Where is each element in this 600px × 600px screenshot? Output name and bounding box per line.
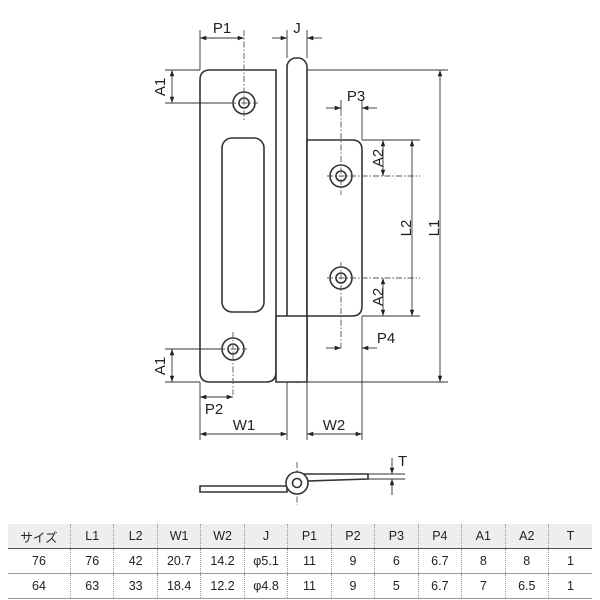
table-header-row: サイズ L1 L2 W1 W2 J P1 P2 P3 P4 A1 A2 T xyxy=(8,524,592,549)
label-l1: L1 xyxy=(426,220,443,237)
label-a2-bottom: A2 xyxy=(370,288,387,306)
hinge-side-view xyxy=(199,458,405,505)
label-p2: P2 xyxy=(205,401,223,418)
table-cell: 9 xyxy=(330,573,375,599)
label-p4: P4 xyxy=(377,330,395,347)
table-header-cell: P3 xyxy=(374,524,419,549)
label-w1: W1 xyxy=(233,417,256,434)
table-cell: 11 xyxy=(287,573,332,599)
table-header-cell: P2 xyxy=(330,524,375,549)
table-header-cell: L1 xyxy=(69,524,114,549)
table-header-cell: W2 xyxy=(200,524,245,549)
table-header-cell: A1 xyxy=(461,524,506,549)
dimension-spec-table: サイズ L1 L2 W1 W2 J P1 P2 P3 P4 A1 A2 T 76… xyxy=(8,524,592,599)
table-cell: 76 xyxy=(69,548,114,574)
table-cell: 42 xyxy=(113,548,158,574)
table-header-cell: サイズ xyxy=(8,524,71,549)
table-cell: 76 xyxy=(32,554,46,568)
table-cell: 8 xyxy=(504,548,549,574)
table-cell: 1 xyxy=(547,548,592,574)
table-header-cell: L2 xyxy=(113,524,158,549)
table-cell: 1 xyxy=(547,573,592,599)
table-cell: 20.7 xyxy=(156,548,201,574)
table-cell: 6.5 xyxy=(504,573,549,599)
table-cell: φ4.8 xyxy=(243,573,288,599)
table-cell: 5 xyxy=(374,573,419,599)
label-p1: P1 xyxy=(213,20,231,37)
label-w2: W2 xyxy=(323,417,346,434)
left-leaf-cutout xyxy=(221,137,265,313)
hinge-front-view xyxy=(199,30,420,395)
label-a1-top: A1 xyxy=(152,78,169,96)
label-j: J xyxy=(293,20,301,37)
table-cell: 33 xyxy=(113,573,158,599)
table-cell: 6 xyxy=(374,548,419,574)
table-header-cell: P1 xyxy=(287,524,332,549)
table-header-cell: P4 xyxy=(417,524,462,549)
hinge-technical-drawing: P1 J A1 P3 A2 L2 L1 A2 P4 A1 P2 W1 W2 T xyxy=(152,20,448,505)
table-cell: 11 xyxy=(287,548,332,574)
table-cell: 6.7 xyxy=(417,573,462,599)
table-header-cell: J xyxy=(243,524,288,549)
table-cell: 6.7 xyxy=(417,548,462,574)
table-cell: 63 xyxy=(69,573,114,599)
table-header-cell: W1 xyxy=(156,524,201,549)
lower-strip xyxy=(275,315,308,383)
dimension-lines xyxy=(165,30,448,440)
label-p3: P3 xyxy=(347,88,365,105)
label-l2: L2 xyxy=(398,220,415,237)
label-a1-bottom: A1 xyxy=(152,357,169,375)
label-t: T xyxy=(398,453,407,470)
table-header-cell: A2 xyxy=(504,524,549,549)
table-cell: 7 xyxy=(461,573,506,599)
table-cell: 18.4 xyxy=(156,573,201,599)
table-cell: φ5.1 xyxy=(243,548,288,574)
table-header-cell: T xyxy=(547,524,592,549)
table-row: 76 76 42 20.7 14.2 φ5.1 11 9 6 6.7 8 8 1 xyxy=(8,548,592,574)
dimension-labels: P1 J A1 P3 A2 L2 L1 A2 P4 A1 P2 W1 W2 T xyxy=(152,20,443,470)
label-a2-top: A2 xyxy=(370,149,387,167)
table-cell: 8 xyxy=(461,548,506,574)
table-cell: 14.2 xyxy=(200,548,245,574)
table-cell: 64 xyxy=(32,579,46,593)
table-cell: 9 xyxy=(330,548,375,574)
table-row: 64 63 33 18.4 12.2 φ4.8 11 9 5 6.7 7 6.5… xyxy=(8,573,592,599)
table-cell: 12.2 xyxy=(200,573,245,599)
